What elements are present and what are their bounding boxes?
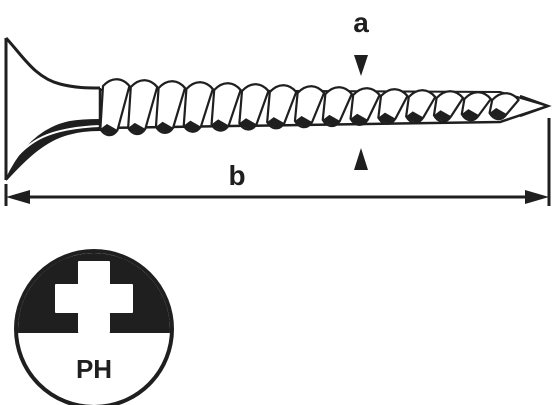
thread-shadow — [183, 120, 201, 132]
screw-head — [4, 36, 101, 181]
thread-shadow — [294, 116, 313, 127]
thread-shadow — [350, 113, 368, 125]
thread-shadow — [322, 114, 340, 126]
thread-turn — [154, 80, 187, 134]
thread-shadow — [433, 110, 452, 121]
thread-turn — [238, 83, 270, 131]
dimension-a-bottom-arrow — [354, 148, 368, 170]
thread-shadow — [461, 109, 479, 120]
dimension-b-left-arrow — [6, 190, 30, 204]
thread-shadow — [378, 112, 396, 124]
dimension-b-label: b — [228, 160, 245, 191]
thread-shadow — [155, 121, 174, 133]
head-upper-curve — [4, 36, 101, 90]
thread-shadow — [211, 119, 229, 130]
head-highlight — [9, 125, 101, 166]
thread-shadow — [100, 124, 118, 135]
thread-turn — [182, 81, 214, 133]
screw-tip — [519, 94, 552, 118]
thread-turn — [127, 79, 159, 136]
thread-shadow — [489, 108, 507, 119]
dimension-a: a — [353, 7, 369, 170]
phillips-cross-icon — [55, 261, 133, 333]
thread-shadow — [128, 122, 146, 134]
thread-shadow — [406, 111, 424, 122]
head-under-shading — [5, 118, 101, 181]
dimension-a-label: a — [353, 7, 369, 38]
thread-shadow — [267, 117, 285, 128]
dimension-b: b — [4, 118, 551, 206]
drive-type-label: PH — [76, 354, 112, 384]
thread-turns — [99, 78, 552, 137]
dimension-b-right-arrow — [525, 190, 549, 204]
thread-turn — [266, 84, 298, 130]
dimension-a-top-arrow — [354, 55, 368, 76]
drive-type-symbol: PH — [14, 249, 174, 405]
thread-shadow — [239, 118, 257, 129]
